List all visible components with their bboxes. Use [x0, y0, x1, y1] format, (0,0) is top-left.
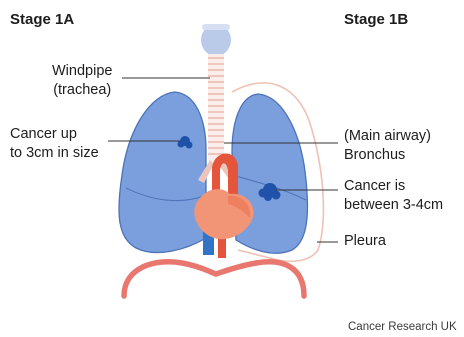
windpipe-label: Windpipe (trachea)	[52, 62, 112, 100]
trachea	[208, 54, 224, 162]
cancer-right-label: Cancer is between 3-4cm	[344, 177, 443, 215]
left-lung	[119, 92, 206, 253]
larynx-top	[202, 24, 230, 30]
bronchus-label: (Main airway) Bronchus	[344, 127, 431, 165]
stage-1b-heading: Stage 1B	[344, 10, 408, 29]
stage-1a-heading: Stage 1A	[10, 10, 74, 29]
pleura-label: Pleura	[344, 232, 386, 251]
source-credit: Cancer Research UK	[348, 318, 457, 337]
cancer-left-label: Cancer up to 3cm in size	[10, 125, 99, 163]
diaphragm	[124, 262, 304, 296]
